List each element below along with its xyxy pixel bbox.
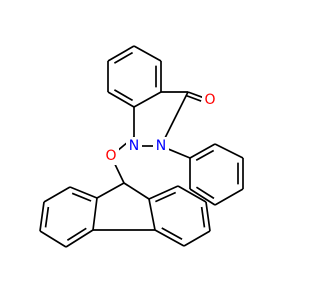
bond-b4-b5 (133, 91, 162, 108)
atom-label-layer: O N N O (103, 91, 218, 165)
bond-p4-p5 (214, 188, 244, 206)
bond-l5-l6 (65, 229, 94, 248)
double-bond-r4-r5 (200, 206, 206, 228)
ether-oxygen-label: O (105, 148, 116, 164)
bond-p1-p2 (189, 143, 216, 159)
double-bond-c1-o1 (186, 94, 202, 102)
ring-nitrogen-label: N (129, 138, 139, 154)
n-phenyl-nitrogen-label: N (156, 138, 166, 154)
bond-r2-r3 (154, 229, 185, 247)
bond-b3-b4 (107, 91, 135, 108)
carbonyl-oxygen-label-bg (202, 91, 218, 109)
molecule-structure: O N N O (39, 45, 244, 248)
bond-r6-r1 (148, 185, 179, 200)
bond-l2-l3 (43, 186, 71, 203)
bond-b1-b2 (107, 45, 135, 62)
bond-n2-p1 (167, 147, 191, 159)
bond-r5-r6 (177, 185, 207, 203)
bond-r1-r2 (148, 198, 156, 231)
double-bond-r2-r3 (161, 227, 183, 240)
n-phenyl-nitrogen-label-bg (153, 137, 169, 155)
double-bond-l5-l6 (66, 227, 87, 241)
bond-r4-r5 (205, 201, 211, 232)
bond-p5-p6 (189, 188, 216, 206)
double-bond-r1-r6 (155, 191, 177, 203)
ether-oxygen-label-bg (103, 147, 119, 165)
carbonyl-oxygen-label: O (204, 92, 215, 108)
bond-l4-l5 (39, 230, 67, 248)
double-bond-p5-p6 (195, 186, 215, 200)
bond-n2-c1 (163, 91, 189, 141)
bond-r3-r4 (183, 230, 211, 247)
bond-c1-o1 (187, 91, 203, 99)
bond-oe-c9 (113, 161, 125, 184)
bond-layer (39, 45, 244, 248)
double-bond-l3-l4 (44, 206, 50, 228)
bond-c9-r1 (123, 182, 150, 200)
bond-l6-l1 (92, 197, 98, 231)
double-bond-b1-b2 (113, 51, 134, 64)
bond-l1-l2 (69, 186, 98, 199)
double-bond-l1-l2 (71, 192, 92, 202)
ring-nitrogen-label-bg (126, 137, 142, 155)
bond-p2-p3 (214, 143, 244, 159)
bond-l3-l4 (39, 201, 45, 232)
double-bond-b3-b4 (113, 89, 134, 102)
bond-b6-b1 (133, 45, 162, 62)
double-bond-p1-p2 (195, 149, 215, 162)
bond-c9-l1 (96, 182, 125, 199)
